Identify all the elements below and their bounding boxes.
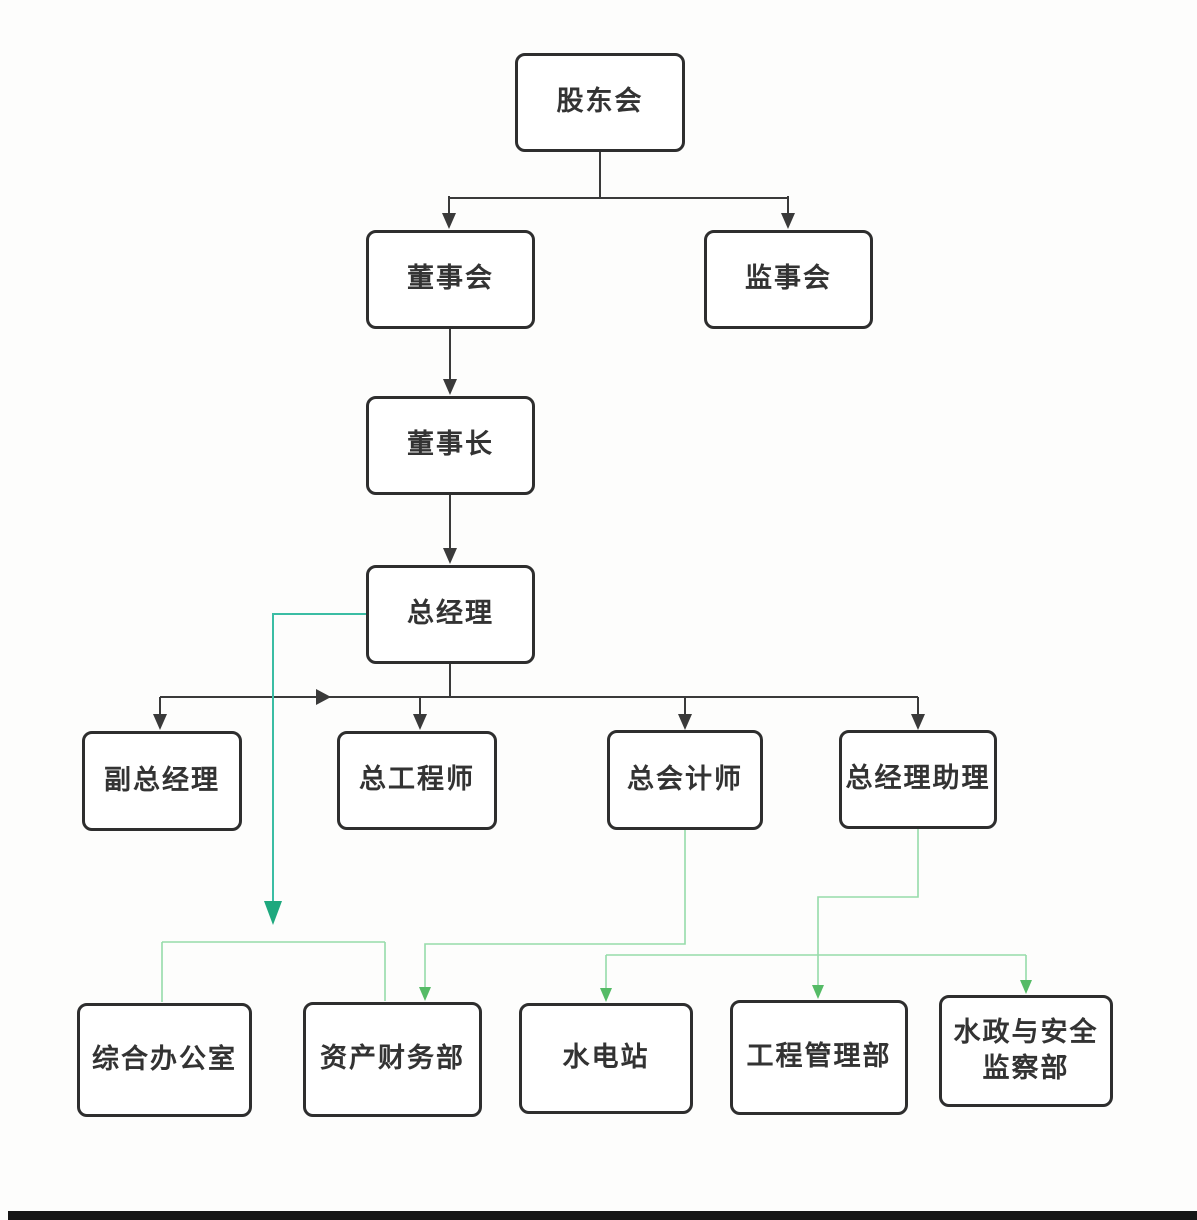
arrowhead-chief-engineer	[413, 714, 427, 730]
org-node-shareholders-meeting: 股东会	[515, 53, 685, 152]
arrowhead-deputy-gm	[153, 714, 167, 730]
teal-arrowhead-group	[264, 901, 282, 925]
org-node-chairman: 董事长	[366, 396, 535, 495]
arrowhead-engineering-mgmt	[812, 985, 824, 999]
arrowhead-chief-accountant	[678, 714, 692, 730]
arrowhead-bus-right-marker	[316, 689, 331, 705]
arrowhead-water-safety	[1020, 980, 1032, 994]
scan-edge-bar	[8, 1211, 1197, 1220]
org-node-gm-assistant: 总经理助理	[839, 730, 997, 829]
arrowhead-gm-departments	[264, 901, 282, 925]
org-node-chief-accountant: 总会计师	[607, 730, 763, 830]
org-node-water-admin-safety-dept: 水政与安全 监察部	[939, 995, 1113, 1107]
org-node-general-manager: 总经理	[366, 565, 535, 664]
org-node-chief-engineer: 总工程师	[337, 731, 497, 830]
arrowhead-hydropower	[600, 988, 612, 1002]
green-connector-lines	[161, 829, 1027, 1002]
org-node-engineering-mgmt-dept: 工程管理部	[730, 1000, 908, 1115]
arrowhead-asset-finance	[419, 987, 431, 1001]
org-node-supervisory-board: 监事会	[704, 230, 873, 329]
arrowhead-supervisory	[781, 213, 795, 229]
arrowhead-chairman	[443, 379, 457, 395]
org-node-deputy-general-manager: 副总经理	[82, 731, 242, 831]
org-node-general-office: 综合办公室	[77, 1003, 252, 1117]
arrowhead-gm	[443, 548, 457, 564]
org-node-asset-finance-dept: 资产财务部	[303, 1002, 482, 1117]
edge-accountant-assetfinance	[424, 830, 686, 987]
org-node-hydropower-station: 水电站	[519, 1003, 693, 1114]
arrowhead-board	[442, 213, 456, 229]
arrowhead-gm-assistant	[911, 714, 925, 730]
org-node-board-of-directors: 董事会	[366, 230, 535, 329]
edge-assistant-stem	[817, 829, 919, 987]
